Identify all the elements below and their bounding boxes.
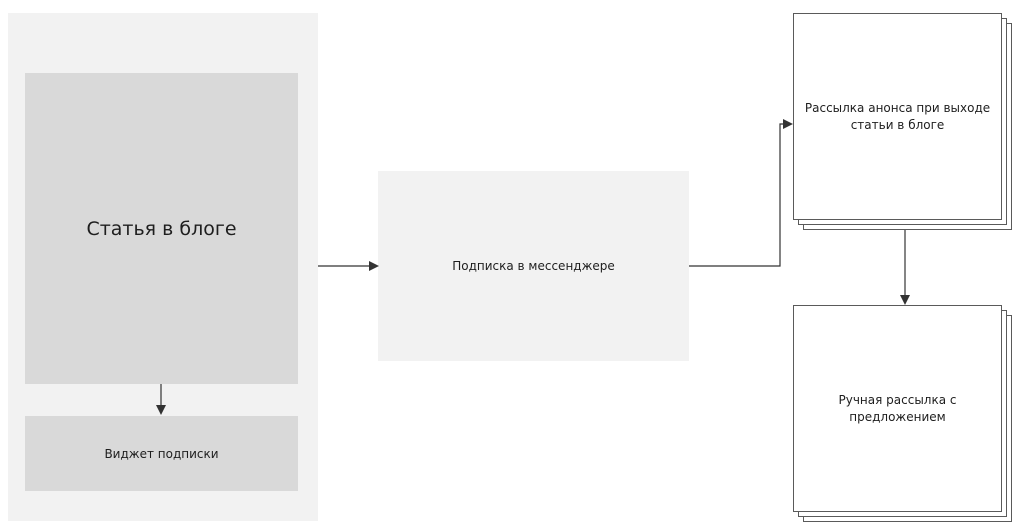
node-subscribe-widget[interactable]: Виджет подписки — [25, 416, 298, 491]
arrow-messenger-to-announcement — [689, 119, 793, 267]
node-announcement-mailing[interactable]: Рассылка анонса при выходе статьи в блог… — [793, 13, 1002, 220]
node-blog-article-label: Статья в блоге — [86, 217, 237, 240]
node-manual-mailing[interactable]: Ручная рассылка с предложением — [793, 305, 1002, 512]
node-subscribe-widget-label: Виджет подписки — [104, 446, 219, 461]
node-manual-mailing-label: Ручная рассылка с предложением — [838, 392, 957, 424]
node-messenger-subscription-label: Подписка в мессенджере — [452, 259, 615, 273]
node-announcement-mailing-label: Рассылка анонса при выходе статьи в блог… — [804, 100, 991, 132]
node-messenger-subscription[interactable]: Подписка в мессенджере — [378, 171, 689, 361]
node-blog-article[interactable]: Статья в блоге — [25, 73, 298, 384]
